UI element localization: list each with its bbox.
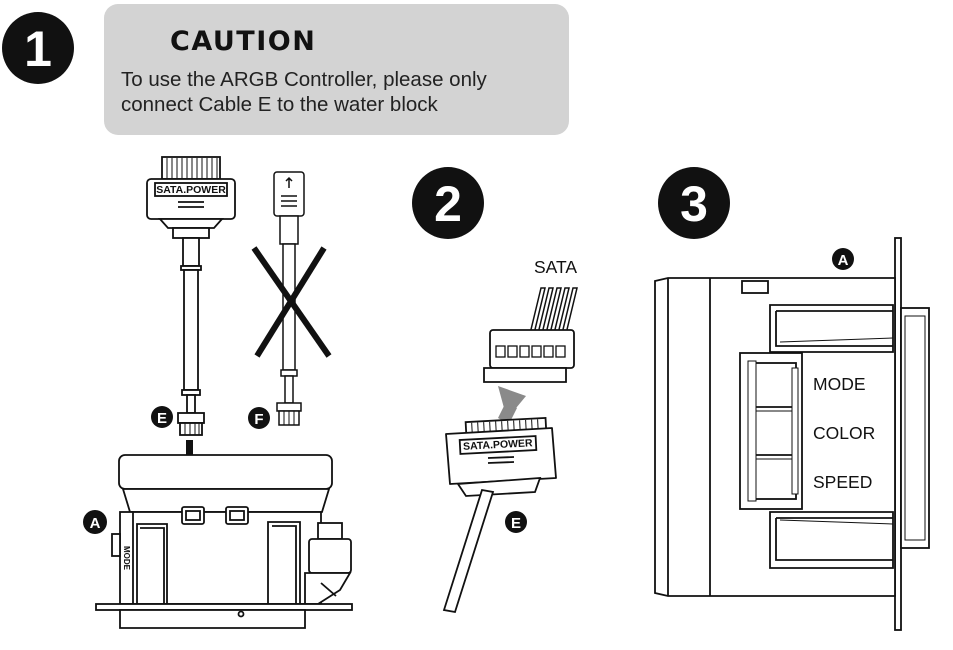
step-1-number: 1 <box>24 21 52 77</box>
caution-line-1: To use the ARGB Controller, please only <box>121 68 487 91</box>
callout-f: F <box>248 407 270 429</box>
step-3-badge: 3 <box>658 167 730 239</box>
step-2-number: 2 <box>434 176 462 232</box>
svg-text:E: E <box>157 410 167 427</box>
svg-text:A: A <box>90 515 101 532</box>
cable-f-argb <box>273 171 305 426</box>
step-2-badge: 2 <box>412 167 484 239</box>
caution-message: To use the ARGB Controller, please only … <box>121 67 561 117</box>
svg-text:E: E <box>511 515 521 532</box>
speed-button-label: SPEED <box>813 472 873 492</box>
step-3-number: 3 <box>680 176 708 232</box>
step-1-badge: 1 <box>2 12 74 84</box>
cross-out-mark <box>251 246 332 358</box>
caution-line-2: connect Cable E to the water block <box>121 93 438 116</box>
up-arrow-icon <box>498 386 526 424</box>
callout-a-step1: A <box>83 510 107 534</box>
mode-button-label: MODE <box>813 374 866 394</box>
cable-e-sata-power <box>146 156 236 436</box>
callout-e-step2: E <box>505 511 527 533</box>
sata-label: SATA <box>534 257 578 277</box>
svg-text:F: F <box>254 411 263 428</box>
sata-power-label-plug: SATA.POWER <box>463 437 534 453</box>
color-button-label: COLOR <box>813 423 876 443</box>
callout-e-step1: E <box>151 406 173 428</box>
sata-wires <box>527 287 578 343</box>
caution-box <box>104 4 569 135</box>
water-block-side-view <box>95 454 353 629</box>
callout-a-step3: A <box>832 248 854 270</box>
sata-power-plug <box>445 416 557 497</box>
caution-title: CAUTION <box>170 26 317 57</box>
svg-text:A: A <box>838 252 849 269</box>
argb-controller-closeup <box>654 237 930 631</box>
sata-female-connector <box>483 329 575 383</box>
sata-power-label-top: SATA.POWER <box>156 184 226 196</box>
mode-label-vertical: MODE <box>122 546 131 571</box>
cable-e-step2 <box>442 488 495 614</box>
